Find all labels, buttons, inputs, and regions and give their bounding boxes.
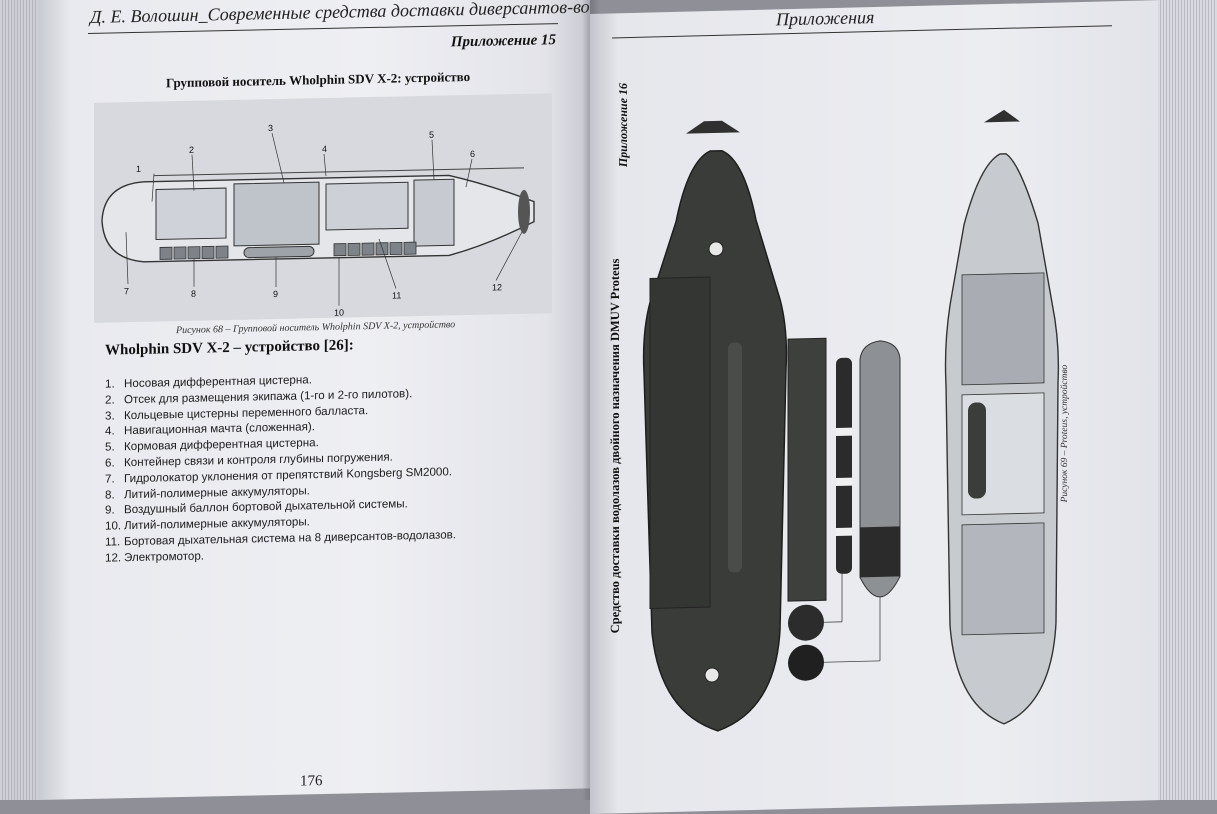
- left-page: Д. Е. Волошин_Современные средства доста…: [38, 0, 590, 800]
- mine-payload-base: [860, 526, 900, 577]
- list-heading: Wholphin SDV X-2 – устройство [26]:: [105, 337, 354, 359]
- tube-end-view-2: [788, 644, 824, 681]
- crew-compartment: [156, 188, 226, 239]
- callout-9: 9: [273, 289, 278, 299]
- right-page-edges: [1158, 0, 1217, 800]
- ballast-tanks: [234, 182, 319, 246]
- cutaway-aft-bay: [962, 523, 1044, 635]
- hull-marking-top: [709, 242, 723, 256]
- callout-11: 11: [392, 290, 401, 300]
- battery-pack-fwd: [160, 246, 228, 259]
- hull-rail: [728, 342, 742, 572]
- aft-trim-tank: [414, 179, 454, 246]
- cutaway-cylinder: [968, 402, 986, 498]
- left-page-edges: [0, 0, 40, 800]
- callout-12: 12: [492, 282, 502, 292]
- wholphin-cutaway-diagram: 1 2 3 4 5 6 7 8 9 10 11 12: [94, 93, 552, 323]
- callout-2: 2: [189, 145, 194, 155]
- stripe-3: [836, 528, 852, 536]
- torpedo-striped: [836, 358, 852, 574]
- callout-6: 6: [470, 149, 475, 159]
- callout-10: 10: [334, 308, 344, 318]
- component-list: 1.Носовая дифферентная цистерна. 2.Отсек…: [105, 369, 456, 566]
- figure-69-caption-wrap: Рисунок 69 – Proteus, устройство: [1060, 502, 1076, 512]
- page-number: 176: [300, 773, 323, 790]
- proteus-illustration: [590, 0, 1162, 814]
- figure-68-panel: 1 2 3 4 5 6 7 8 9 10 11 12: [94, 93, 552, 323]
- propeller: [518, 190, 530, 234]
- hull-marking-bottom: [705, 668, 719, 682]
- figure-68-caption: Рисунок 68 – Групповой носитель Wholphin…: [176, 319, 455, 336]
- stripe-1: [836, 428, 852, 436]
- callout-7: 7: [124, 286, 129, 296]
- callout-4: 4: [322, 144, 327, 154]
- callout-8: 8: [191, 289, 196, 299]
- callout-5: 5: [429, 130, 434, 140]
- cutaway-propeller: [984, 109, 1020, 122]
- figure-69-caption: Рисунок 69 – Proteus, устройство: [1060, 365, 1070, 503]
- stern-propeller: [686, 120, 740, 133]
- hull-side-pod: [650, 277, 710, 608]
- tube-end-view: [788, 604, 824, 641]
- callout-3: 3: [268, 123, 273, 133]
- callout-1: 1: [136, 164, 141, 174]
- cargo-bay: [326, 182, 408, 230]
- cutaway-forward-bay: [962, 273, 1044, 385]
- air-cylinder: [244, 246, 314, 257]
- appendix-label-15: Приложение 15: [451, 32, 556, 51]
- battery-tube: [788, 338, 826, 601]
- right-page: Приложения Приложение 16 Средство достав…: [590, 0, 1162, 814]
- stripe-2: [836, 478, 852, 486]
- figure-68-title: Групповой носитель Wholphin SDV X-2: уст…: [166, 69, 470, 91]
